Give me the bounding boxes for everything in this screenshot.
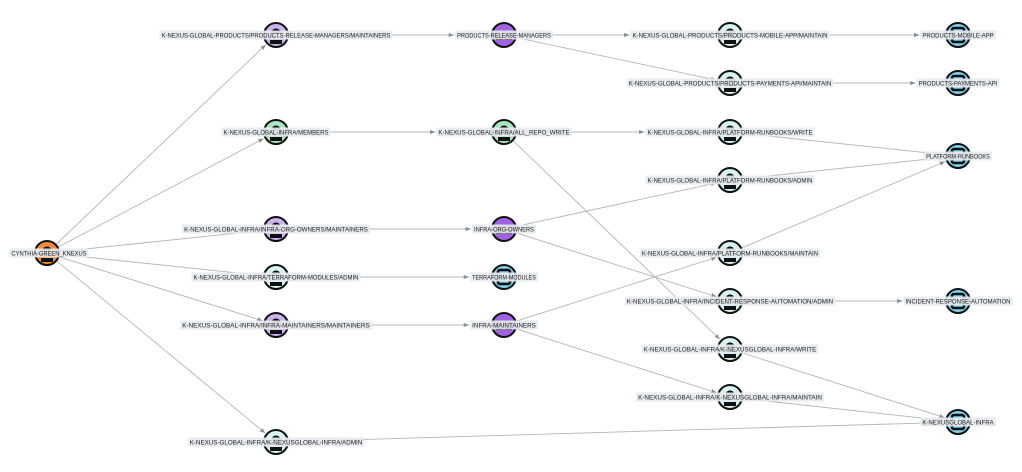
node-label-background [630,30,830,40]
node-label: K-NEXUS-GLOBAL-INFRA/INFRA-ORG-OWNERS/MA… [184,226,368,233]
edge-cynthia-to-kgi_admin [49,255,266,434]
graph-node-tf_admin[interactable]: K-NEXUS-GLOBAL-INFRA/TERRAFORM-MODULES/A… [191,264,361,290]
edge-ioo-to-ira_admin [507,229,717,298]
graph-node-tf[interactable]: TERRAFORM-MODULES [470,264,538,290]
node-label-background [626,78,834,88]
node-label: K-NEXUS-GLOBAL-INFRA/K-NEXUSGLOBAL-INFRA… [644,346,817,353]
node-label: INCIDENT-RESPONSE-AUTOMATION [906,298,1011,305]
graph-node-all_repo_write[interactable]: K-NEXUS-GLOBAL-INFRA/ALL_REPO_WRITE [436,119,572,145]
node-label-background [624,296,836,306]
graph-node-payments[interactable]: PRODUCTS-PAYMENTS-API [916,70,1000,96]
graph-node-pr_maintain[interactable]: K-NEXUS-GLOBAL-INFRA/PLATFORM-RUNBOOKS/M… [639,240,821,266]
node-label: TERRAFORM-MODULES [472,274,536,281]
graph-node-kgi[interactable]: K-NEXUSGLOBAL-INFRA [920,409,996,435]
graph-node-ira[interactable]: INCIDENT-RESPONSE-AUTOMATION [903,288,1013,314]
node-label: CYNTHIA-GREEN_KNEXUS [12,250,88,257]
graph-node-kgi_maintain[interactable]: K-NEXUS-GLOBAL-INFRA/K-NEXUSGLOBAL-INFRA… [636,384,824,410]
edges-layer [49,32,946,443]
edge-prm-to-payments_maintain [507,35,717,82]
graph-node-kgi_admin[interactable]: K-NEXUS-GLOBAL-INFRA/K-NEXUSGLOBAL-INFRA… [187,429,365,455]
graph-node-ira_admin[interactable]: K-NEXUS-GLOBAL-INFRA/INCIDENT-RESPONSE-A… [624,288,836,314]
node-label-background [159,30,393,40]
node-label: K-NEXUS-GLOBAL-INFRA/TERRAFORM-MODULES/A… [194,274,359,281]
node-label: PRODUCTS-PAYMENTS-API [919,80,998,87]
graph-node-cynthia[interactable]: CYNTHIA-GREEN_KNEXUS [9,240,89,266]
node-label: K-NEXUS-GLOBAL-INFRA/INCIDENT-RESPONSE-A… [627,298,833,305]
graph-node-kgi_write[interactable]: K-NEXUS-GLOBAL-INFRA/K-NEXUSGLOBAL-INFRA… [641,336,819,362]
node-label: K-NEXUS-GLOBAL-PRODUCTS/PRODUCTS-MOBILE-… [633,32,828,39]
node-label: K-NEXUS-GLOBAL-INFRA/PLATFORM-RUNBOOKS/A… [648,177,813,184]
node-label-background [645,175,815,185]
node-label-background [472,224,536,234]
edge-all_repo_write-to-kgi_write [506,134,721,340]
node-label: K-NEXUS-GLOBAL-INFRA/INFRA-MAINTAINERS/M… [182,322,370,329]
edge-cynthia-to-infra_members [50,138,264,252]
node-label-background [920,417,996,427]
node-label: K-NEXUS-GLOBAL-INFRA/K-NEXUSGLOBAL-INFRA… [638,394,822,401]
node-label-background [9,248,89,258]
node-label: PRODUCTS-MOBILE-APP [922,32,994,39]
node-label-background [470,320,538,330]
graph-node-mobile[interactable]: PRODUCTS-MOBILE-APP [920,22,996,48]
graph-node-im[interactable]: INFRA-MAINTAINERS [470,312,538,338]
node-label-background [436,127,572,137]
node-label-background [641,344,819,354]
graph-node-mobile_maintain[interactable]: K-NEXUS-GLOBAL-PRODUCTS/PRODUCTS-MOBILE-… [630,22,830,48]
node-label: PLATFORM-RUNBOOKS [926,153,990,160]
edge-im-to-kgi_maintain [507,325,717,394]
node-label: K-NEXUS-GLOBAL-INFRA/PLATFORM-RUNBOOKS/W… [648,129,814,136]
node-label: INFRA-MAINTAINERS [472,322,536,329]
node-label: K-NEXUS-GLOBAL-INFRA/ALL_REPO_WRITE [438,129,570,136]
graph-node-pr_admin[interactable]: K-NEXUS-GLOBAL-INFRA/PLATFORM-RUNBOOKS/A… [645,167,815,193]
edge-kgi_admin-to-kgi [279,420,945,443]
node-label-background [455,30,553,40]
node-label-background [182,224,370,234]
node-label-background [639,248,821,258]
node-label-background [180,320,372,330]
graph-node-prm[interactable]: PRODUCTS-RELEASE-MANAGERS [455,22,553,48]
node-label: K-NEXUS-GLOBAL-PRODUCTS/PRODUCTS-RELEASE… [162,32,391,39]
edge-cynthia-to-im_maint [50,253,263,322]
node-label-background [920,30,996,40]
graph-node-im_maint[interactable]: K-NEXUS-GLOBAL-INFRA/INFRA-MAINTAINERS/M… [180,312,372,338]
node-label-background [191,272,361,282]
node-label: K-NEXUS-GLOBAL-INFRA/MEMBERS [224,129,330,136]
edge-kgi_write-to-kgi [733,349,945,419]
edge-im-to-pr_maintain [507,256,717,325]
edge-ioo-to-pr_admin [507,181,717,229]
node-label: PRODUCTS-RELEASE-MANAGERS [457,32,551,39]
node-label-background [636,392,824,402]
node-label-background [903,296,1013,306]
node-label-background [221,127,331,137]
node-label: K-NEXUS-GLOBAL-PRODUCTS/PRODUCTS-PAYMENT… [629,80,832,87]
graph-node-payments_maintain[interactable]: K-NEXUS-GLOBAL-PRODUCTS/PRODUCTS-PAYMENT… [626,70,834,96]
graph-node-prm_maint[interactable]: K-NEXUS-GLOBAL-PRODUCTS/PRODUCTS-RELEASE… [159,22,393,48]
node-label: INFRA-ORG-OWNERS [474,226,535,233]
node-label-background [916,78,1000,88]
graph-node-pr_write[interactable]: K-NEXUS-GLOBAL-INFRA/PLATFORM-RUNBOOKS/W… [645,119,815,145]
graph-node-ioo_maint[interactable]: K-NEXUS-GLOBAL-INFRA/INFRA-ORG-OWNERS/MA… [182,216,370,242]
node-label: K-NEXUS-GLOBAL-INFRA/K-NEXUSGLOBAL-INFRA… [190,439,363,446]
node-label-background [924,151,992,161]
node-label-background [470,272,538,282]
graph-node-infra_members[interactable]: K-NEXUS-GLOBAL-INFRA/MEMBERS [221,119,331,145]
node-label-background [645,127,815,137]
edge-pr_maintain-to-runbooks [733,161,946,252]
node-label: K-NEXUSGLOBAL-INFRA [922,419,994,426]
graph-node-ioo[interactable]: INFRA-ORG-OWNERS [472,216,536,242]
graph-node-runbooks[interactable]: PLATFORM-RUNBOOKS [924,143,992,169]
node-label-background [187,437,365,447]
nodes-layer: CYNTHIA-GREEN_KNEXUS K-NEXUS-GLOBAL-PRODU… [9,22,1013,455]
edge-cynthia-to-prm_maint [49,44,267,251]
node-label: K-NEXUS-GLOBAL-INFRA/PLATFORM-RUNBOOKS/M… [642,250,818,257]
